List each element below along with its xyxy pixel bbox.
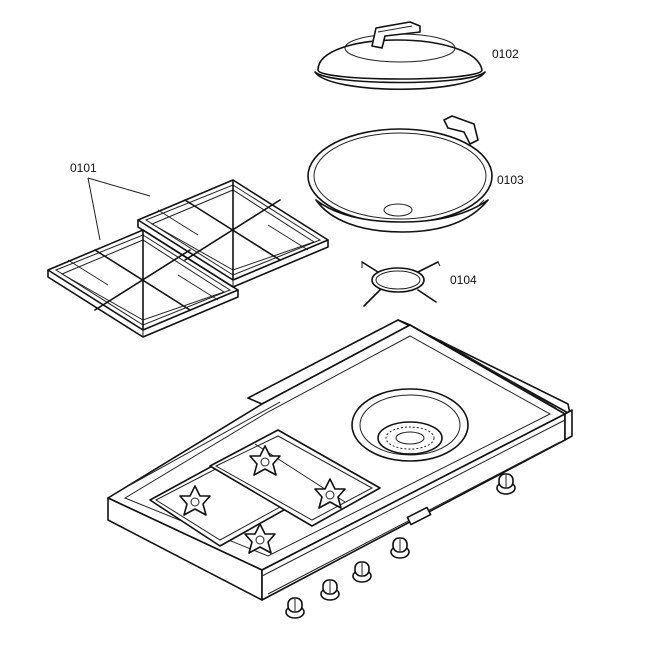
wok-ring [361, 261, 441, 307]
rangetop-body [107, 319, 573, 619]
wok-lid [314, 21, 486, 91]
wok-pan [307, 115, 493, 233]
label-0101: 0101 [70, 161, 97, 175]
leader-0101-b [87, 177, 101, 241]
burner-grates [47, 179, 329, 338]
label-0104: 0104 [450, 273, 477, 287]
callouts: 0102 0103 0104 0101 [70, 47, 524, 287]
label-0103: 0103 [497, 173, 524, 187]
leader-0101-a [87, 177, 151, 197]
label-0102: 0102 [492, 47, 519, 61]
